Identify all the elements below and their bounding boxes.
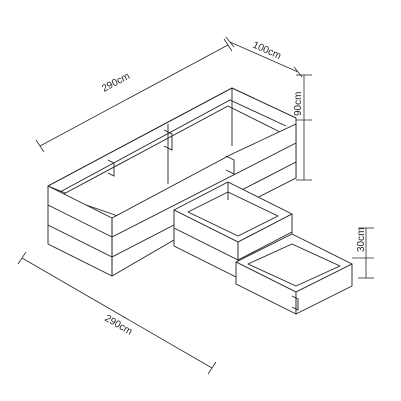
label-length-front: 290cm <box>103 313 134 338</box>
label-height-tall: 90cm <box>293 92 304 116</box>
label-length-top: 290cm <box>100 71 132 95</box>
dim-height-tall: 90cm <box>290 74 312 181</box>
label-height-low: 30cm <box>356 228 367 252</box>
middle-bed <box>173 181 293 279</box>
dim-height-low: 30cm <box>352 228 374 279</box>
dim-depth: 100cm <box>225 36 303 78</box>
low-bed <box>235 233 353 315</box>
